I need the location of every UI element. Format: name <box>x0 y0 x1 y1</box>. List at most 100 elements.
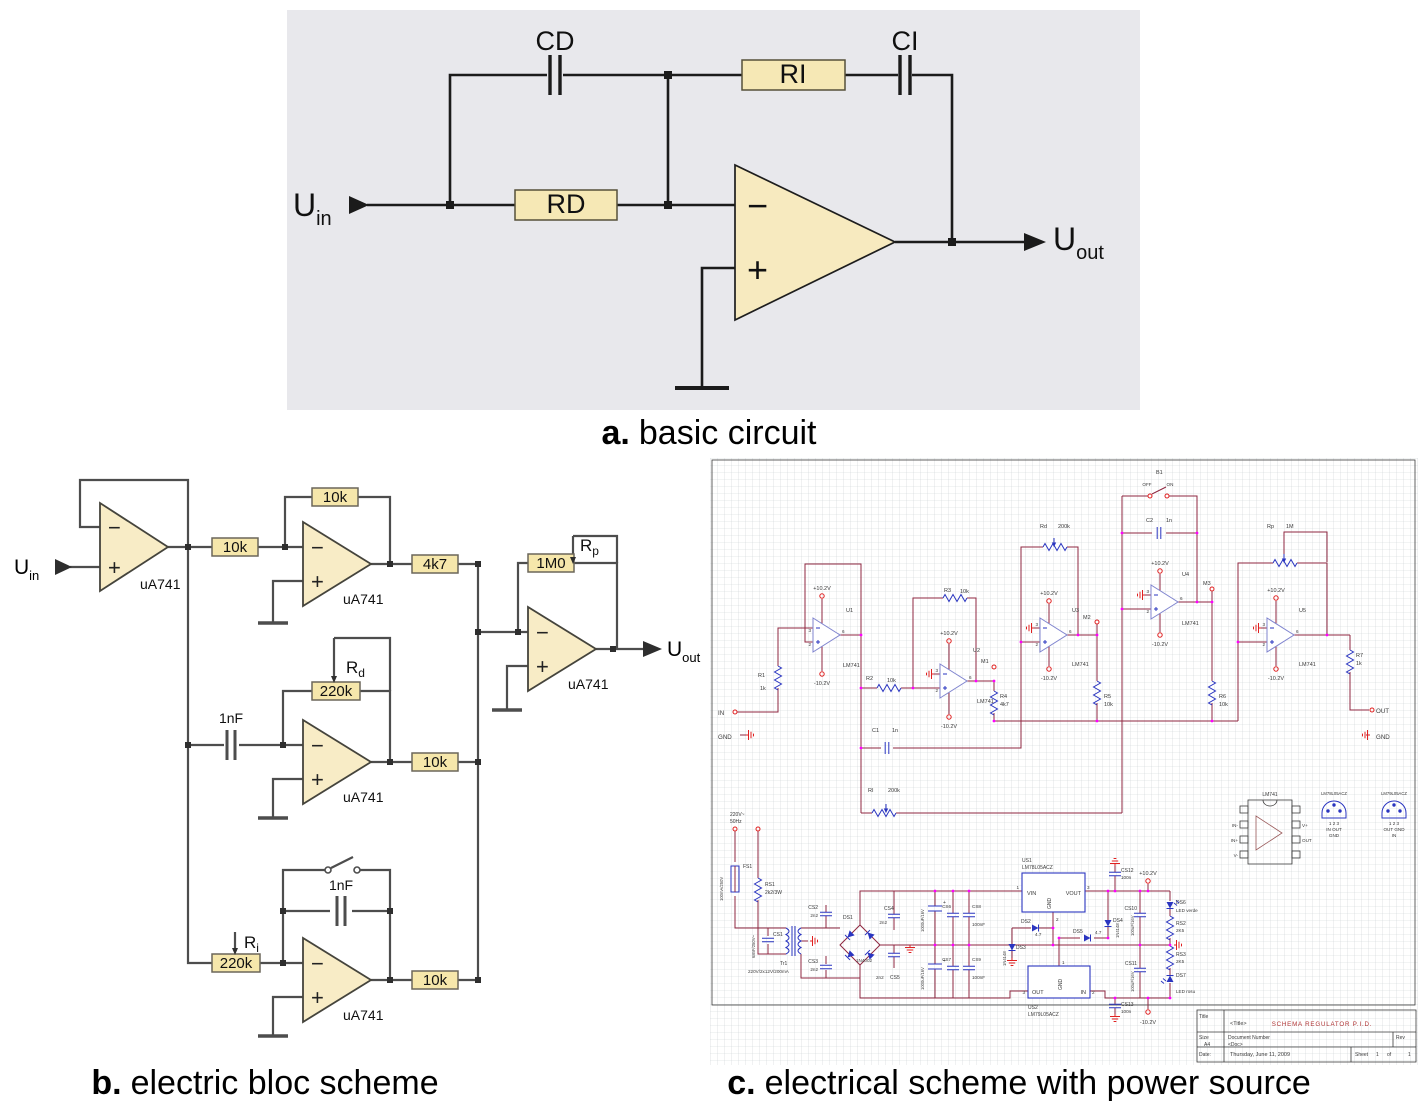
u3-pin3: 3 <box>1035 622 1038 627</box>
m1-testpoint <box>991 664 997 670</box>
caption-c: c.electrical scheme with power source <box>620 1064 1418 1103</box>
us2-pin3: 3 <box>1022 990 1025 995</box>
tb-size-label: Size <box>1199 1035 1209 1041</box>
b1-off-label: OFF <box>1142 482 1151 487</box>
schematic-frame <box>711 459 1416 1006</box>
inset-to92-79l05: LM79L05ACZ 1 2 3 OUT GND IN <box>1381 791 1407 838</box>
us2-out: OUT <box>1032 990 1044 996</box>
tb-sheet-number: 1 <box>1376 1052 1379 1058</box>
elco1-plus: + <box>943 900 946 906</box>
u1-vplus: +10.2V <box>813 586 831 592</box>
mains-terminal-1 <box>732 826 738 832</box>
us1-vout: VOUT <box>1066 891 1082 897</box>
panel-b-bloc-scheme: − + uA741 − + uA741 − + uA741 − + uA741 … <box>14 478 701 1038</box>
r1-ref: R1 <box>758 673 765 679</box>
us2-ref: US2 <box>1028 1005 1038 1011</box>
caption-b-prefix: b. <box>91 1064 122 1102</box>
u2-vplus: +10.2V <box>940 631 958 637</box>
opamp-b5-plus: + <box>536 654 549 679</box>
ds3-val: 1N4148 <box>1002 951 1007 966</box>
ds4-val: 1N4148 <box>1115 923 1120 938</box>
elco1-val: 1000uF/16V <box>920 909 925 932</box>
resistor-box-10k-series: 10k <box>211 537 259 557</box>
fs1-ref: FS1 <box>743 864 752 870</box>
b1-on-label: ON <box>1167 482 1174 487</box>
r4-ref: R4 <box>1000 694 1007 700</box>
dip-out: OUT <box>1302 838 1312 843</box>
opamp-b2-label: uA741 <box>343 591 384 607</box>
caption-c-text: electrical scheme with power source <box>764 1064 1311 1102</box>
cs13-ref: CS13 <box>1121 1002 1134 1008</box>
c2-val: 1n <box>1166 518 1172 524</box>
u5-ref: U5 <box>1299 608 1306 614</box>
u1-vminus: -10.2V <box>814 681 831 687</box>
r6-val: 10k <box>1219 702 1228 708</box>
rd-pot-label: Rd <box>346 658 365 680</box>
b1-ref: B1 <box>1156 470 1163 476</box>
r5-ref: R5 <box>1104 694 1111 700</box>
u3-vminus: -10.2V <box>1041 676 1058 682</box>
out-terminal <box>1369 707 1375 713</box>
opamp-b4-label: uA741 <box>343 1007 384 1023</box>
us2-val: LM79L05ACZ <box>1028 1012 1059 1018</box>
r6-ref: R6 <box>1219 694 1226 700</box>
m3-label: M3 <box>1203 581 1211 587</box>
us1-pin2: 2 <box>1056 917 1059 922</box>
ds7-ref: DS7 <box>1176 973 1186 979</box>
elco-1-icon <box>928 905 942 912</box>
cs13-val: 100n <box>1121 1009 1132 1014</box>
rail-vminus-label: -10.2V <box>1140 1020 1157 1026</box>
rs3-val: 2K5 <box>1176 959 1185 964</box>
r7-ref: R7 <box>1356 653 1363 659</box>
tb-date-value: Thursday, June 11, 2009 <box>1230 1052 1290 1058</box>
cs11-val: 100uF/16V <box>1130 971 1135 992</box>
capacitor-cd <box>548 55 562 95</box>
opamp-b5-label: uA741 <box>568 676 609 692</box>
u5-chip: LM741 <box>1299 662 1316 668</box>
cs7-ref: CS7 <box>942 957 951 962</box>
u2-chip: LM741 <box>977 699 994 705</box>
opamp-b5-minus: − <box>536 620 549 645</box>
cap-1nf-d-label: 1nF <box>219 710 243 726</box>
us1-pin3: 3 <box>1087 885 1090 890</box>
mains-hz-label: 50Hz <box>730 819 742 825</box>
caption-b-text: electric bloc scheme <box>130 1064 439 1102</box>
u2-ref: U2 <box>973 648 980 654</box>
opamp-b3-minus: − <box>311 733 324 758</box>
to92a-pins: 1 2 3 <box>1329 821 1340 826</box>
elco2-val: 1000uF/16V <box>920 967 925 990</box>
title-block: Title <Title> SCHEMA REGULATOR P.I.D. Si… <box>1196 1009 1417 1063</box>
ci-label: CI <box>892 26 919 56</box>
ds6-ref: DS6 <box>1176 900 1186 906</box>
switch-b1-icon <box>1147 493 1170 499</box>
ds2-val: 4.7 <box>1035 932 1042 937</box>
arrow-uin-icon <box>349 196 369 214</box>
labels-c-amps: IN GND OUT GND R1 1k R2 10k R3 10k R4 4k… <box>718 470 1390 794</box>
resistor-ri-box: RI <box>741 59 846 91</box>
u4-pin3: 3 <box>1146 589 1149 594</box>
ds5-ref: DS5 <box>1073 929 1083 935</box>
panel-a-basic-circuit: RD RI − + Uin Uout CD CI <box>287 10 1140 410</box>
rp-val: 1M <box>1286 524 1294 530</box>
in-terminal <box>732 709 738 715</box>
opamp-b4-plus: + <box>311 985 324 1010</box>
us1-vin: VIN <box>1027 891 1036 897</box>
u2-pin2: 2 <box>935 688 938 693</box>
ds1-val: 1N4002 <box>856 958 873 963</box>
cs8-ref: CS8 <box>972 904 981 909</box>
u4-vminus: -10.2V <box>1152 642 1169 648</box>
r-1m0-label: 1M0 <box>536 555 565 572</box>
rs3-ref: RS3 <box>1176 952 1186 958</box>
opamp-a: − + <box>734 163 897 322</box>
out-label: OUT <box>1376 708 1389 715</box>
r1-val: 1k <box>760 686 766 692</box>
u4-pin6: 6 <box>1180 596 1183 601</box>
caption-b: b.electric bloc scheme <box>0 1064 530 1103</box>
wires-b <box>70 478 643 1036</box>
junction-dots-c <box>859 531 1329 1000</box>
tb-sheet-total: 1 <box>1408 1052 1411 1058</box>
transformer-tr1-icon <box>784 926 803 956</box>
resistor-box-220k-integrator: 220k <box>211 953 261 973</box>
resistor-box-220k-derivative: 220k <box>311 681 361 701</box>
rs2-val: 2K5 <box>1176 928 1185 933</box>
